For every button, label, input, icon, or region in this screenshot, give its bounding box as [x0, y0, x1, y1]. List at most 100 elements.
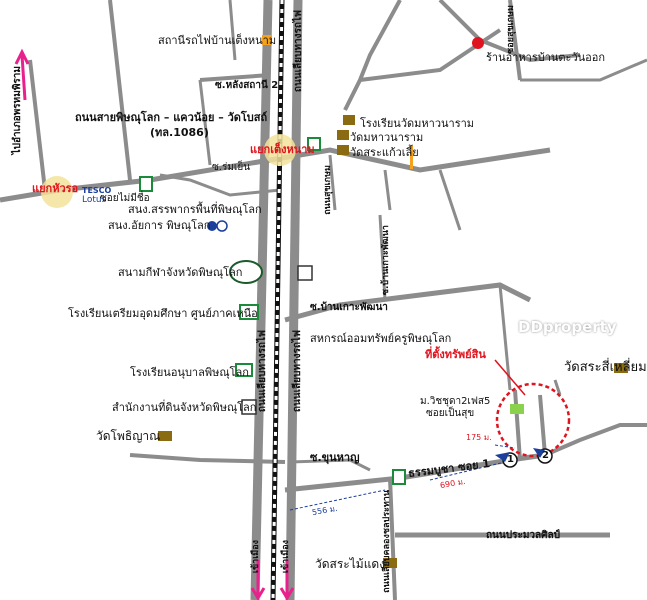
marker-2: 2: [542, 450, 549, 461]
road-soi-baan-kao: [284, 282, 532, 323]
triam-school-label: โรงเรียนเตรียมอุดมศึกษา ศูนย์ภาคเหนือ: [68, 307, 258, 320]
stadium-label: สนามกีฬาจังหวัดพิษณุโลก: [118, 266, 243, 279]
property-circle: [495, 382, 571, 458]
revenue-label: สนง.สรรพากรพื้นที่พิษณุโลก: [128, 203, 262, 216]
kindergarten-label: โรงเรียนอนุบาลพิษณุโลก: [130, 366, 249, 379]
road-wat-sra-si: [544, 423, 647, 457]
road-1086-name: ถนนสายพิษณุโลก – แควน้อย – วัดโบสถ์: [75, 111, 268, 124]
road-soi-lang-station: [199, 73, 271, 82]
seven-eleven-icon-3: [392, 469, 406, 485]
soi-rom-yen-label: ซ.ร่มเย็น: [212, 162, 251, 173]
lotus-logo: Lotus: [82, 195, 107, 205]
road-right-long: [438, 169, 462, 231]
tesco-logo: TESCO: [82, 186, 112, 195]
wat-pho-yan-label: วัดโพธิญาณ: [96, 429, 161, 443]
road-rail-right: [285, 0, 303, 600]
stadium-icon: [229, 260, 263, 284]
temple-icon-2: [337, 130, 349, 140]
ddproperty-watermark: DDproperty: [518, 318, 617, 336]
left-vertical-label: ไปอำเภอพรหมพิราม: [12, 66, 23, 155]
wat-mahawanaram-label: วัดมหาวนาราม: [350, 131, 424, 144]
school-icon-triam: [239, 304, 259, 320]
road-thammabucha: [284, 452, 546, 493]
road-top-middle: [228, 0, 237, 61]
road-mid-right-1: [328, 154, 337, 211]
main-vertical-mid-label: ถนนเลียบทางรถไฟ: [257, 330, 268, 413]
arrow-left-down: [250, 560, 266, 600]
bankao-vertical-label: ซ.บ้านเกาะพัฒนา: [381, 225, 391, 296]
road-top-right-h: [520, 58, 647, 82]
temple-icon-pho: [158, 431, 172, 441]
route-code: (ทล.1086): [150, 126, 209, 139]
road-top-right-branch: [343, 0, 402, 111]
prasat-sin-label: ถนนประมวลศิลป์: [486, 530, 560, 541]
road-mid-right-3: [378, 214, 387, 301]
road-bottom-v: [388, 477, 397, 600]
gov-building-icon-2: [241, 399, 257, 415]
wat-sra-mai-daeng-label: วัดสระไม้แดง: [315, 557, 386, 571]
arrow-top-left: [14, 48, 30, 101]
junction-tung-nam-label: แยกเต็งหนาม: [250, 143, 315, 156]
property-arrow: [494, 359, 526, 396]
road-wat-right-v: [553, 379, 562, 396]
road-top-right-v: [508, 0, 522, 81]
restaurant-icon: [472, 37, 484, 49]
main-vertical-top-label: ถนนเลียบทางรถไฟ: [293, 10, 304, 93]
road-soi-2: [538, 394, 547, 456]
distance-175: 175 ม.: [466, 433, 492, 442]
temple-icon-1: [343, 115, 355, 125]
road-khun-han-right: [289, 458, 371, 472]
road-soi-rom-yen: [159, 173, 281, 197]
railway: [270, 0, 285, 600]
attorney-icon: [207, 221, 217, 231]
top-right-vertical-label: ซอยสุขเกษม: [506, 5, 516, 54]
wat-sra-si-liam-label: วัดสระสี่เหลี่ยม: [564, 360, 647, 375]
road-soi-lang-station-v: [198, 79, 212, 166]
seven-eleven-icon-2: [307, 137, 321, 151]
junction-hua-rua: [41, 176, 73, 208]
school-mahawanaram-label: โรงเรียนวัดมหาวนาราม: [360, 117, 475, 130]
village-label: ม.วิชชุดา2เฟส5: [420, 396, 491, 407]
temple-icon-mai-daeng: [383, 558, 397, 568]
road-soi-pen-suk: [513, 389, 522, 461]
soi-khun-han-label: ซ.ขุนหาญ: [310, 451, 360, 464]
road-left-vertical: [28, 59, 47, 191]
bottom-vertical-label: ถนนเลียบคลองชลประทาน: [382, 490, 392, 593]
soi-right-mid-label: ถนนสุขเกษม: [323, 165, 333, 215]
right-vertical-label: ถนนเลียบทางรถไฟ: [292, 330, 303, 413]
attorney-label: สนง.อัยการ พิษณุโลก: [108, 219, 211, 232]
property-location-label: ที่ตั้งทรัพย์สิน: [425, 348, 486, 361]
road-top-right-diag: [438, 0, 581, 63]
dist-line-690: [429, 461, 506, 481]
school-icon-anuban: [235, 363, 253, 377]
property-house-icon: [510, 404, 524, 414]
soi-baan-kao-label: ซ.บ้านเกาะพัฒนา: [310, 302, 388, 313]
soi-lang-station-label: ซ.หลังสถานี 2: [215, 80, 279, 91]
temple-icon-3: [337, 145, 349, 155]
cooperative-label: สหกรณ์ออมทรัพย์ครูพิษณุโลก: [310, 332, 452, 345]
soi-pen-suk-label: ซอยเป็นสุข: [426, 408, 475, 419]
gov-building-icon-1: [297, 265, 313, 281]
dist-line-175: [494, 444, 516, 449]
arrow-left-label: เข้าเมือง: [251, 540, 261, 574]
junction-tung-nam: [264, 134, 296, 166]
seven-eleven-icon-1: [139, 176, 153, 192]
marker-1: 1: [507, 454, 514, 465]
restaurant-label: ร้านอาหารบ้านตะวันออก: [486, 51, 606, 64]
attorney-icon-2: [216, 220, 228, 232]
wat-sraka-label: วัดสระแก้วเลี้ย: [350, 146, 419, 159]
orange-marker: [410, 145, 413, 169]
road-top-left: [108, 0, 132, 181]
marker-1-tip: [495, 452, 510, 462]
land-office-label: สำนักงานที่ดินจังหวัดพิษณุโลก: [112, 401, 257, 414]
road-bankao-v: [498, 284, 512, 391]
junction-hua-rua-label: แยกหัวรอ: [32, 182, 79, 195]
dist-line-556: [289, 489, 386, 511]
arrow-right-label: เข้าเมือง: [281, 540, 291, 574]
arrow-right-down: [279, 560, 295, 600]
station-label: สถานีรถไฟบ้านเต็งหนาม: [158, 34, 277, 47]
road-mid-right-2: [383, 169, 392, 211]
soi-mai-mi-chue-label: ซอยไม่มีชื่อ: [100, 193, 150, 204]
